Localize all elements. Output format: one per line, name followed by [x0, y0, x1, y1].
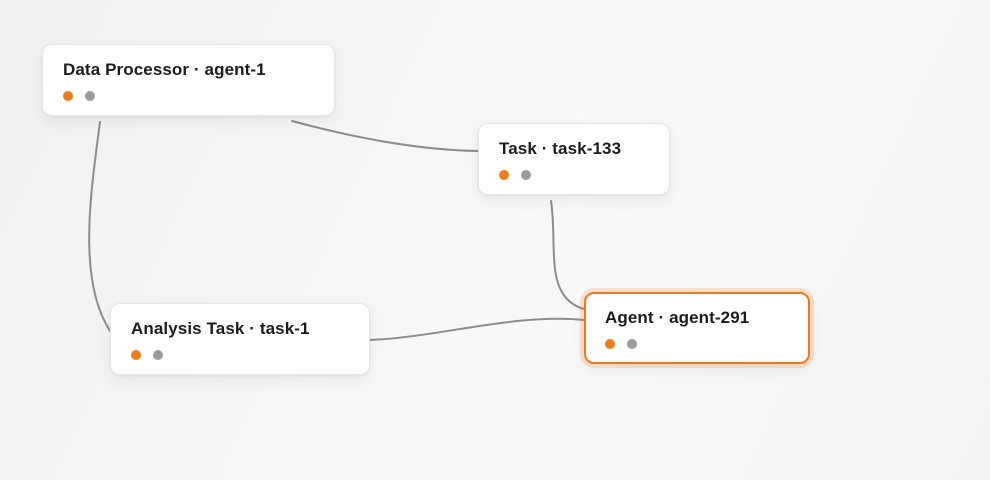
port-orange-dot[interactable] — [605, 339, 615, 349]
edge-task133-agent291[interactable] — [550, 200, 585, 310]
port-gray-dot[interactable] — [85, 91, 95, 101]
port-row — [131, 350, 349, 360]
edge-analysistask-agent291[interactable] — [369, 317, 585, 341]
node-label: Agent · agent-291 — [605, 308, 750, 327]
port-orange-dot[interactable] — [499, 170, 509, 180]
edge-dataprocessor-task133[interactable] — [291, 120, 479, 152]
port-gray-dot[interactable] — [153, 350, 163, 360]
port-gray-dot[interactable] — [521, 170, 531, 180]
node-label: Analysis Task · task-1 — [131, 319, 310, 338]
port-gray-dot[interactable] — [627, 339, 637, 349]
node-label: Task · task-133 — [499, 139, 622, 158]
port-orange-dot[interactable] — [63, 91, 73, 101]
node-agent-291[interactable]: Agent · agent-291 — [584, 292, 810, 364]
edge-dataprocessor-analysistask[interactable] — [88, 121, 111, 332]
port-orange-dot[interactable] — [131, 350, 141, 360]
port-row — [605, 339, 789, 349]
node-analysis-task-1[interactable]: Analysis Task · task-1 — [110, 303, 370, 375]
port-row — [63, 91, 314, 101]
port-row — [499, 170, 649, 180]
node-task-133[interactable]: Task · task-133 — [478, 123, 670, 195]
node-data-processor-agent-1[interactable]: Data Processor · agent-1 — [42, 44, 335, 116]
node-label: Data Processor · agent-1 — [63, 60, 266, 79]
